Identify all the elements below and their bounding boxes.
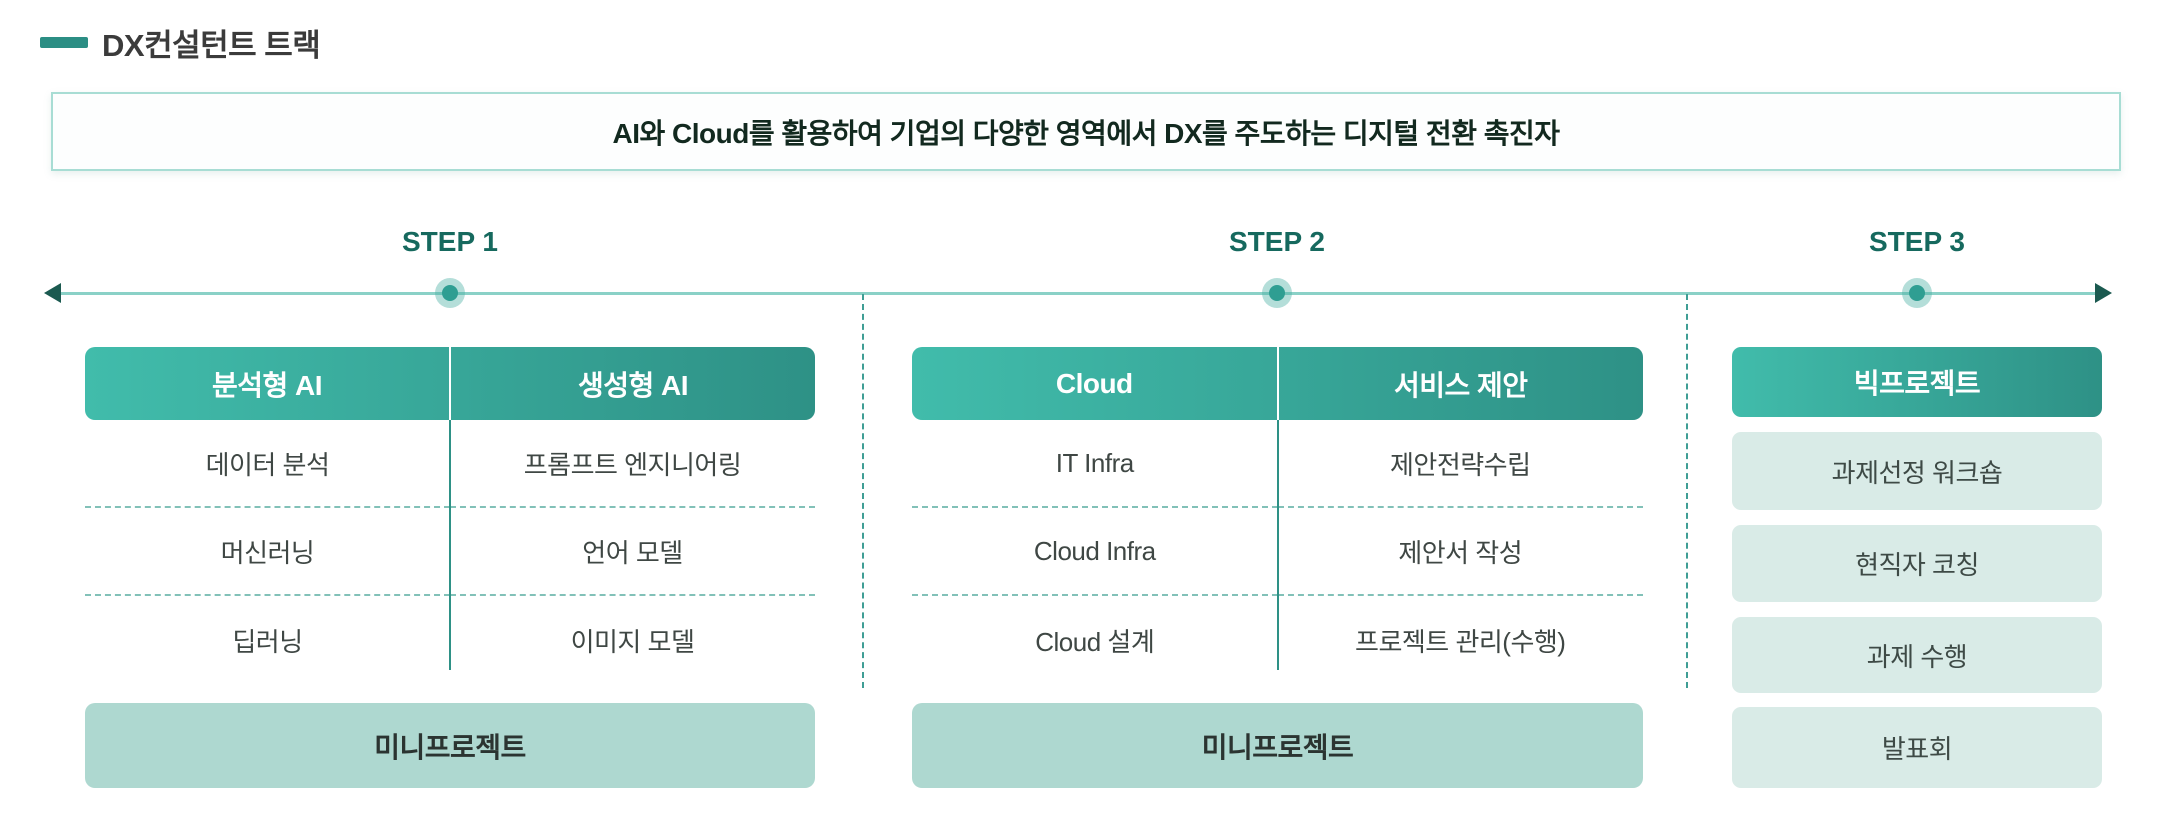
step2-cell-it-infra: IT Infra: [912, 420, 1278, 508]
step1-cell-image-model: 이미지 모델: [570, 626, 695, 657]
step2-header-cloud: Cloud: [1055, 367, 1133, 399]
step1-cell-prompt-engineering: 프롬프트 엔지니어링: [450, 420, 815, 508]
step-2-label: STEP 2: [1229, 226, 1325, 257]
timeline-dot-step2-core: [1269, 285, 1285, 301]
table-row: Cloud Infra 제안서 작성: [912, 508, 1643, 596]
step3-block: 빅프로젝트 과제선정 워크숍 현직자 코칭 과제 수행 발표회: [1732, 347, 2102, 788]
step2-column-divider: [1276, 420, 1279, 670]
timeline-arrow-left-icon: [44, 283, 61, 303]
step2-header-service-proposal: 서비스 제안: [1276, 347, 1644, 420]
timeline-dot-step3-core: [1909, 285, 1925, 301]
page-title: DX컨설턴트 트랙: [102, 28, 321, 63]
timeline-line: [56, 292, 2104, 295]
step1-body: 데이터 분석 프롬프트 엔지니어링 머신러닝 언어 모델 딥러닝 이미지 모델: [85, 420, 815, 684]
step2-header-row: Cloud 서비스 제안: [912, 347, 1643, 420]
timeline-dot-step1-core: [442, 285, 458, 301]
step3-item-task-execution: 과제 수행: [1732, 617, 2102, 693]
divider-guide-step2-step3: [1686, 294, 1688, 688]
table-row: Cloud 설계 프로젝트 관리(수행): [912, 596, 1643, 684]
step2-cell-cloud-infra: Cloud Infra: [912, 508, 1278, 596]
step3-item-practitioner-coaching: 현직자 코칭: [1732, 525, 2102, 602]
step-1-label: STEP 1: [402, 226, 498, 257]
step1-header-row: 분석형 AI 생성형 AI: [85, 347, 815, 420]
table-row: 데이터 분석 프롬프트 엔지니어링: [85, 420, 815, 508]
step2-block: Cloud 서비스 제안 IT Infra 제안전략수립 Cloud Infra…: [912, 347, 1643, 788]
table-row: 딥러닝 이미지 모델: [85, 596, 815, 684]
table-row: IT Infra 제안전략수립: [912, 420, 1643, 508]
step1-block: 분석형 AI 생성형 AI 데이터 분석 프롬프트 엔지니어링 머신러닝 언어 …: [85, 347, 815, 788]
step2-cell-cloud-design: Cloud 설계: [1035, 626, 1155, 657]
step3-item-task-selection-workshop: 과제선정 워크숍: [1732, 432, 2102, 510]
step1-header-generative-ai: 생성형 AI: [449, 347, 815, 420]
divider-guide-step1-step2: [862, 294, 864, 688]
title-dash-icon: [40, 37, 88, 48]
step1-mini-project-badge: 미니프로젝트: [85, 703, 815, 788]
step-3-label: STEP 3: [1869, 226, 1965, 257]
step1-header-analytical-ai: 분석형 AI: [211, 369, 323, 401]
table-row: 머신러닝 언어 모델: [85, 508, 815, 596]
step3-item-presentation: 발표회: [1732, 707, 2102, 788]
step2-cell-project-management: 프로젝트 관리(수행): [1355, 626, 1566, 657]
summary-banner: AI와 Cloud를 활용하여 기업의 다양한 영역에서 DX를 주도하는 디지…: [51, 92, 2121, 171]
summary-banner-text: AI와 Cloud를 활용하여 기업의 다양한 영역에서 DX를 주도하는 디지…: [612, 117, 1560, 149]
step1-cell-language-model: 언어 모델: [450, 508, 815, 596]
step2-mini-project-badge: 미니프로젝트: [912, 703, 1643, 788]
step1-cell-machine-learning: 머신러닝: [85, 508, 450, 596]
step3-header-big-project: 빅프로젝트: [1732, 347, 2102, 417]
step2-body: IT Infra 제안전략수립 Cloud Infra 제안서 작성 Cloud…: [912, 420, 1643, 684]
timeline-arrow-right-icon: [2095, 283, 2112, 303]
step1-column-divider: [449, 420, 451, 670]
step2-cell-proposal-strategy: 제안전략수립: [1277, 420, 1643, 508]
step2-cell-proposal-writing: 제안서 작성: [1277, 508, 1643, 596]
step1-cell-data-analysis: 데이터 분석: [85, 420, 450, 508]
step1-cell-deep-learning: 딥러닝: [232, 626, 303, 657]
